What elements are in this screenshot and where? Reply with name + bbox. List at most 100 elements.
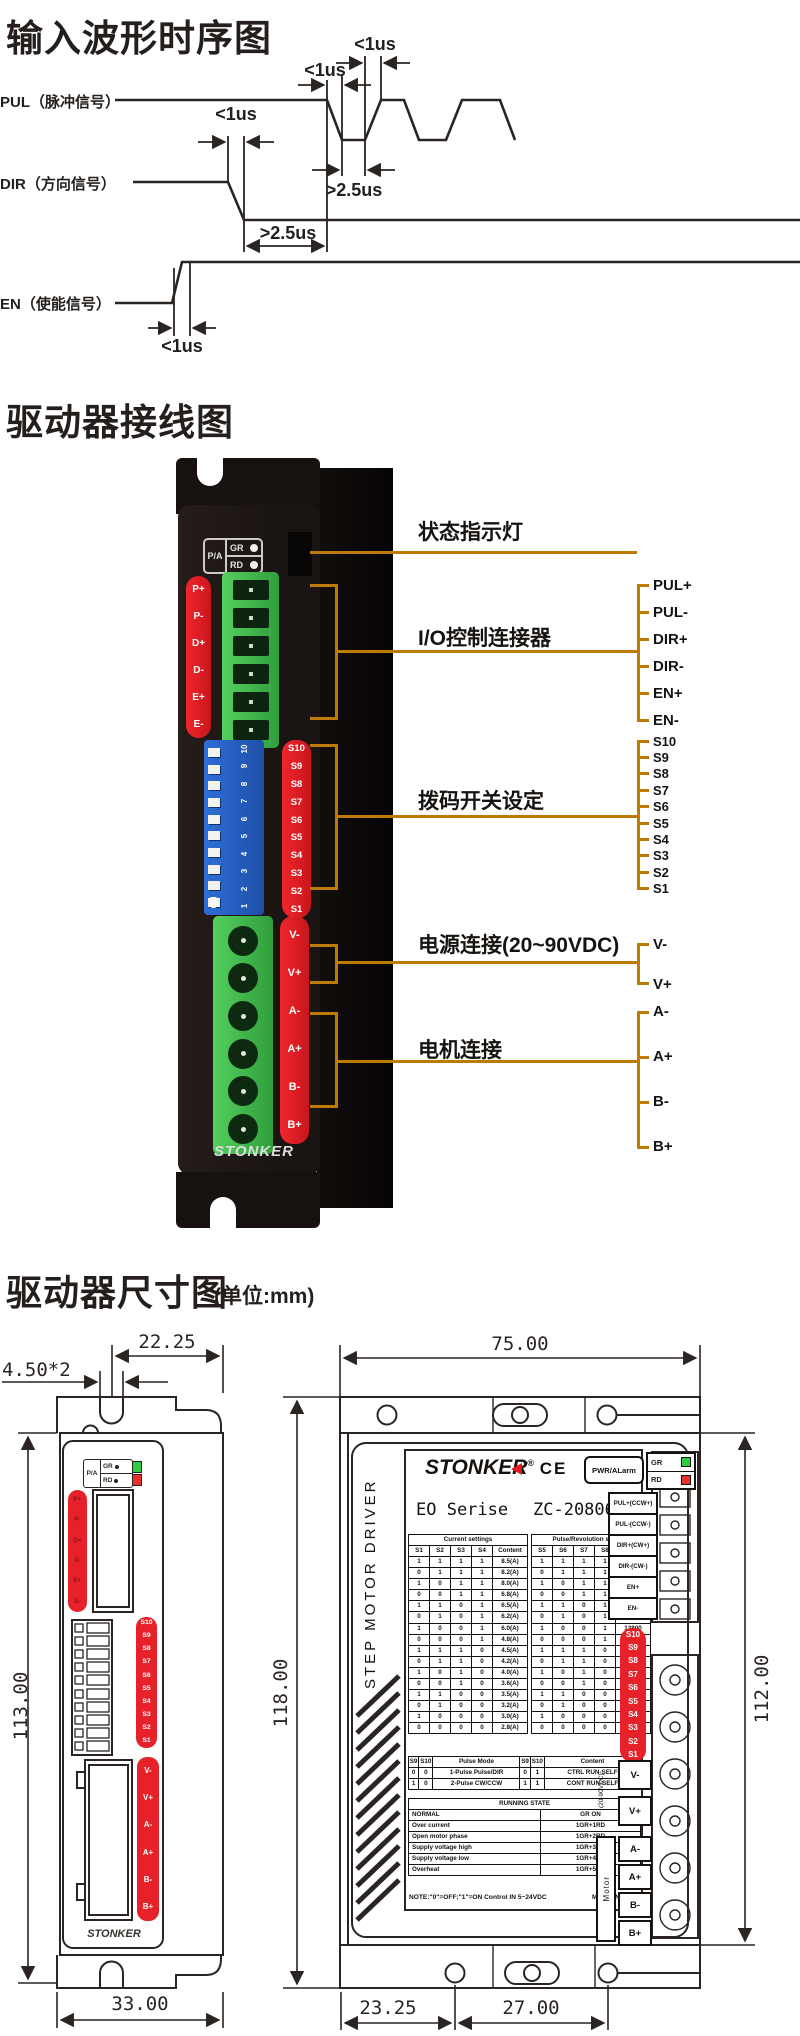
io-pin-list: PUL+PUL-DIR+DIR-EN+EN- xyxy=(653,577,692,729)
wiring-title: 驱动器接线图 xyxy=(6,402,234,443)
motor-callout-label: 电机连接 xyxy=(418,1039,502,1062)
pul-low-annotation: >2.5us xyxy=(325,180,383,200)
pul-fall-annotation: <1us xyxy=(304,60,346,80)
dim-118: 118.00 xyxy=(270,1658,292,1728)
dim-113: 113.00 xyxy=(10,1671,32,1741)
s-tick xyxy=(637,756,649,759)
dim-75: 75.00 xyxy=(491,1333,549,1355)
dim-4-50x2: 4.50*2 xyxy=(2,1359,71,1381)
panel-v-boxes: V-V+ xyxy=(618,1760,652,1826)
m-tick xyxy=(637,1056,649,1059)
power-motor-connector xyxy=(213,916,273,1154)
power-callout-label: 电源连接(20~90VDC) xyxy=(418,934,620,957)
pul-signal-label: PUL（脉冲信号） xyxy=(0,94,121,111)
motor-label-box: Motor xyxy=(596,1836,616,1942)
drawing-vb-strip: V-V+ A-A+ B-B+ xyxy=(137,1757,159,1921)
dir-t-annotation: <1us xyxy=(215,104,257,124)
v-pin-list: V-V+ xyxy=(653,935,672,993)
pul-rise-annotation: <1us xyxy=(354,34,396,54)
io-callout-line xyxy=(335,650,637,653)
pul-wave xyxy=(115,98,517,142)
dimension-linework xyxy=(2,1345,755,2031)
drawing-logo: STONKER xyxy=(87,1928,141,1940)
panel-logo: STONKER® CE xyxy=(425,1456,568,1479)
panel-m-boxes: A-A+B-B+ xyxy=(618,1836,652,1946)
status-callout-line xyxy=(310,551,637,554)
power-left-bracket xyxy=(335,944,338,984)
io-tick xyxy=(637,692,649,695)
s-tick xyxy=(637,772,649,775)
dip-right-bracket xyxy=(637,740,640,889)
motor-left-tick-bottom xyxy=(310,1105,336,1108)
io-tick xyxy=(637,719,649,722)
s-tick xyxy=(637,854,649,857)
io-tick xyxy=(637,611,649,614)
io-callout-label: I/O控制连接器 xyxy=(418,627,552,650)
panel-series: EO Serise xyxy=(416,1500,509,1520)
v-tick xyxy=(637,982,649,985)
m-pin-list: A-A+B-B+ xyxy=(653,1002,673,1155)
vb-pin-strip: V- V+ A- A+ B- B+ xyxy=(280,916,309,1144)
io-right-bracket xyxy=(637,584,640,721)
dip-left-tick-top xyxy=(310,744,336,747)
gr-indicator-icon xyxy=(681,1457,691,1468)
m-tick xyxy=(637,1101,649,1104)
s-tick xyxy=(637,871,649,874)
m-tick xyxy=(637,1011,649,1014)
io-tick xyxy=(637,665,649,668)
m-tick xyxy=(637,1146,649,1149)
io-tick xyxy=(637,638,649,641)
dim-23-25: 23.25 xyxy=(359,1997,417,2019)
dim-33: 33.00 xyxy=(111,1993,169,2015)
s-tick xyxy=(637,740,649,743)
io-tick xyxy=(637,584,649,587)
dim-22-25: 22.25 xyxy=(138,1331,196,1353)
pa-label: P/A xyxy=(205,540,227,572)
motor-callout-line xyxy=(335,1060,637,1063)
dip-callout-label: 拨码开关设定 xyxy=(418,790,544,813)
driver-bottom-tab xyxy=(176,1172,320,1228)
panel-pin-boxes: PUL+(CCW+)PUL-(CCW-)DIR+(CW+)DIR-(CW-)EN… xyxy=(608,1492,658,1620)
dims-title: 驱动器尺寸图 xyxy=(6,1272,229,1313)
stonker-logo: STONKER xyxy=(213,1143,295,1160)
v-tick xyxy=(637,943,649,946)
dip-on-label: ON xyxy=(209,896,219,909)
dim-27: 27.00 xyxy=(502,1997,560,2019)
grrd-box: GR RD xyxy=(646,1452,696,1490)
rd-led-swatch xyxy=(132,1474,142,1486)
dip-left-tick-bottom xyxy=(310,887,336,890)
gr-led-swatch xyxy=(132,1461,142,1473)
rd-indicator-icon xyxy=(681,1474,691,1485)
logo-red-arrow-icon xyxy=(511,1463,522,1475)
vdc-label: (20-90VDC) xyxy=(598,1773,605,1809)
drawing-led-box: P/A GR RD xyxy=(83,1459,133,1488)
top-mount-notch xyxy=(197,458,223,486)
s-tick xyxy=(637,789,649,792)
s-tick xyxy=(637,822,649,825)
dims-unit: (单位:mm) xyxy=(214,1285,315,1308)
power-right-bracket xyxy=(637,943,640,985)
dir-signal-label: DIR（方向信号） xyxy=(0,176,116,193)
en-t-annotation: <1us xyxy=(161,336,203,356)
dim-112: 112.00 xyxy=(751,1654,773,1724)
io-left-tick-bottom xyxy=(310,717,336,720)
driver-side-panel xyxy=(317,468,393,1208)
step-motor-driver-label: STEP MOTOR DRIVER xyxy=(362,1478,379,1689)
power-callout-line xyxy=(335,961,637,964)
dip-callout-line xyxy=(335,815,637,818)
rd-led-icon xyxy=(250,560,258,569)
io-left-tick-top xyxy=(310,584,336,587)
pwr-alarm-box: PWR/ALarm xyxy=(584,1456,644,1484)
dir-setup-annotation: >2.5us xyxy=(259,223,317,243)
panel-note: NOTE:"0"=OFF;"1"=ON Control IN 5~24VDC xyxy=(409,1894,547,1901)
gr-led-icon xyxy=(250,543,258,552)
power-left-tick-bottom xyxy=(310,981,336,984)
io-pin-strip: P+P-D+D-E+E- xyxy=(186,576,211,738)
dir-wave xyxy=(133,180,800,222)
